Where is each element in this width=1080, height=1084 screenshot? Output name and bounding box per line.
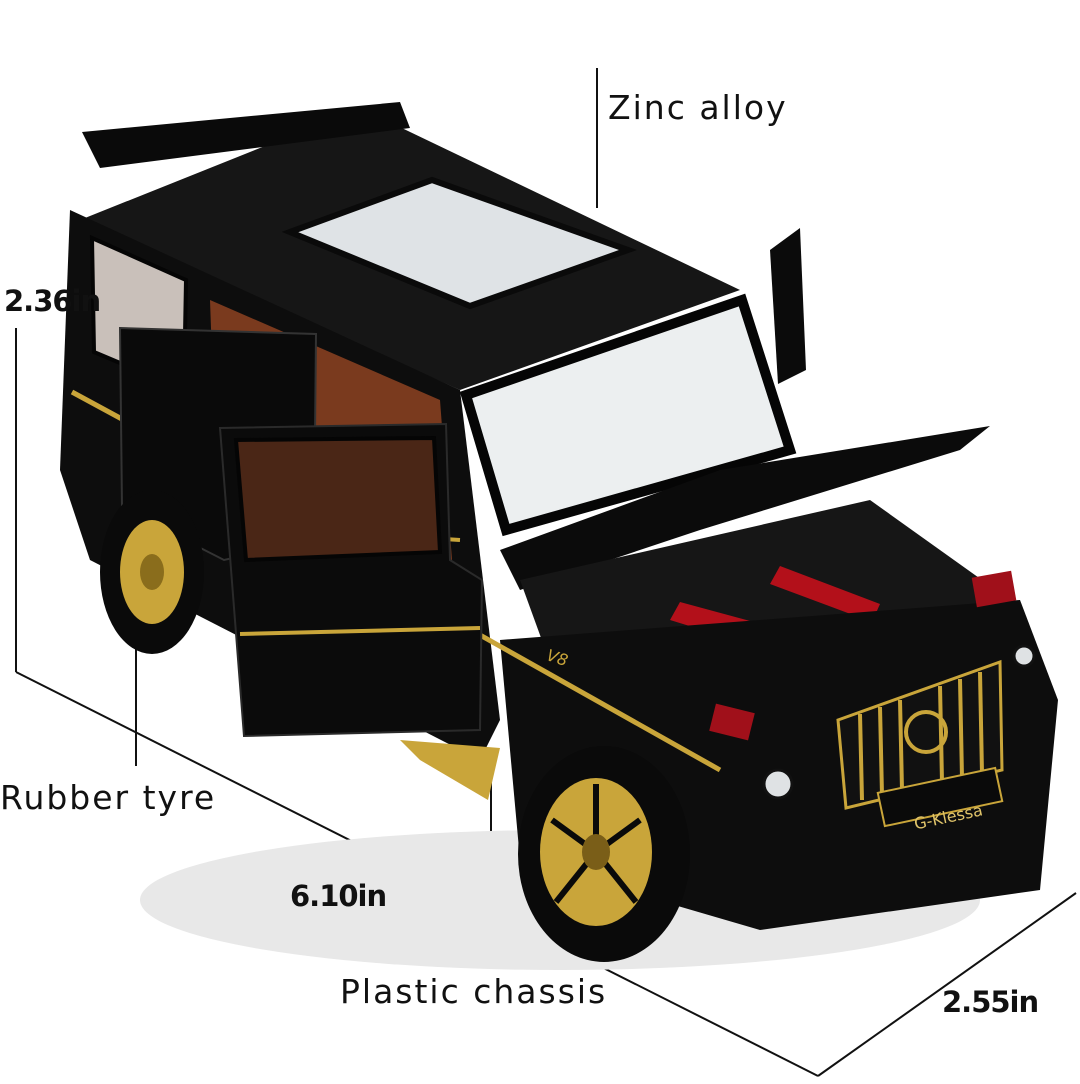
roof-spoiler [82, 102, 410, 168]
windshield [459, 293, 797, 537]
plastic-chassis-label: Plastic chassis [340, 972, 608, 1011]
rubber-tyre-label: Rubber tyre [0, 778, 217, 817]
indicator-right [971, 570, 1017, 608]
grille-emblem [904, 710, 948, 754]
front-door-window [233, 435, 443, 563]
engine-red-2 [770, 566, 880, 622]
indicator-left [709, 703, 755, 741]
open-hood [500, 426, 990, 590]
grille-bars [858, 671, 984, 801]
width-dimension-label: 2.55in [942, 985, 1039, 1019]
running-board [400, 740, 500, 800]
headlight-right [1012, 644, 1036, 668]
sunroof [281, 176, 637, 310]
height-dimension-label: 2.36in [4, 284, 101, 318]
zinc-alloy-label: Zinc alloy [608, 88, 788, 127]
gold-trim-open-door [239, 626, 481, 636]
headlight [762, 768, 794, 800]
front-wheel [518, 746, 690, 962]
raised-door [770, 228, 806, 384]
length-dimension-label: 6.10in [290, 879, 387, 913]
width-guide-line [817, 892, 1077, 1077]
license-plate [876, 766, 1004, 828]
rear-wheel [100, 490, 204, 654]
